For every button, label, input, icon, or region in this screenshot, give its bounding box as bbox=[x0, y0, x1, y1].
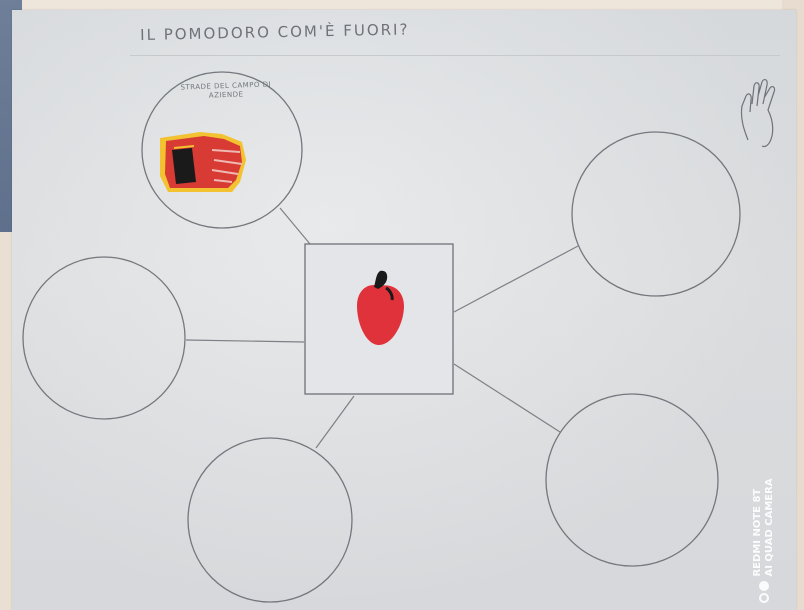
connector-top-left bbox=[280, 208, 310, 244]
hand-icon bbox=[741, 80, 774, 147]
camera-watermark: REDMI NOTE 8T AI QUAD CAMERA bbox=[752, 478, 776, 600]
connector-left bbox=[186, 340, 304, 342]
field-drawing-icon bbox=[160, 132, 246, 192]
watermark-line-2: AI QUAD CAMERA bbox=[764, 478, 776, 576]
watermark-text: REDMI NOTE 8T AI QUAD CAMERA bbox=[752, 478, 776, 576]
bubble-left bbox=[23, 257, 185, 419]
bubble-right-top bbox=[572, 132, 740, 296]
connector-right-top bbox=[454, 246, 578, 312]
bubble-right-bottom bbox=[546, 394, 718, 566]
dual-lens-logo-icon bbox=[757, 581, 771, 605]
bubble-bottom-left bbox=[188, 438, 352, 602]
connector-bottom-left bbox=[316, 396, 354, 448]
connector-right-bottom bbox=[454, 364, 560, 432]
watermark-line-1: REDMI NOTE 8T bbox=[752, 478, 764, 576]
